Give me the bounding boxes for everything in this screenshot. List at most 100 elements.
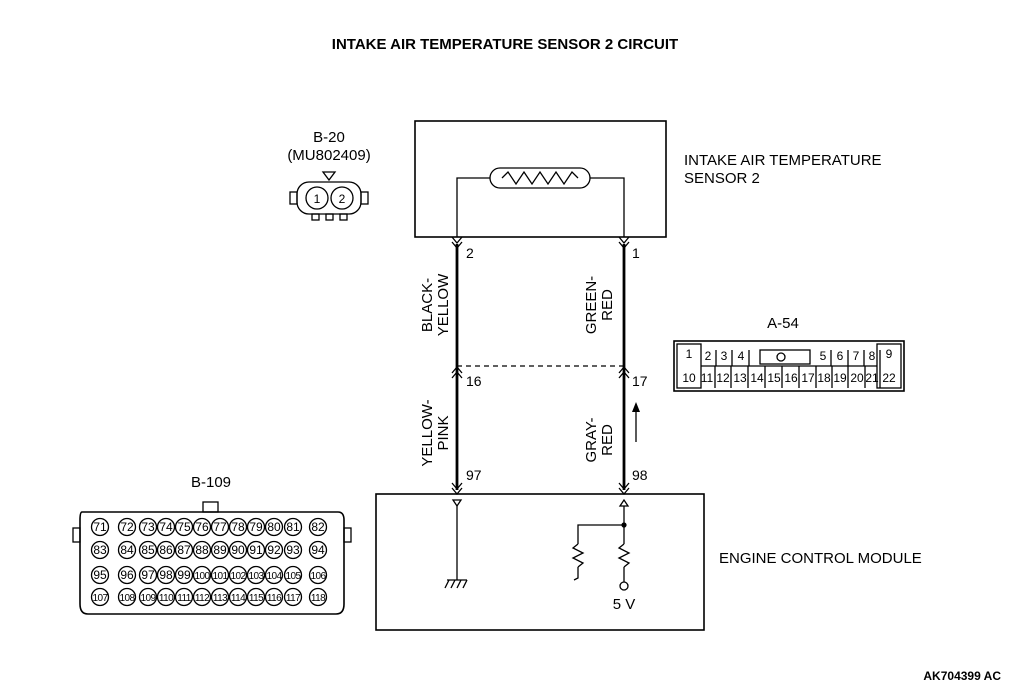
a54-pin: 17: [801, 371, 815, 385]
svg-text:76: 76: [195, 520, 209, 534]
svg-text:87: 87: [177, 543, 191, 557]
a54-pin: 10: [682, 371, 696, 385]
svg-text:88: 88: [195, 543, 209, 557]
b109-pin: 73: [138, 517, 158, 537]
b20-id: B-20: [313, 129, 345, 146]
b109-pin: 86: [156, 540, 176, 560]
b109-pin: 106: [308, 565, 328, 585]
svg-text:82: 82: [311, 520, 325, 534]
svg-text:100: 100: [195, 571, 211, 582]
a54-pin: 2: [705, 349, 712, 363]
sensor-name-line2: SENSOR 2: [684, 170, 760, 187]
b109-pin: 118: [308, 587, 328, 607]
svg-text:85: 85: [141, 543, 155, 557]
svg-text:74: 74: [159, 520, 173, 534]
connector-b109: [72, 501, 352, 615]
svg-text:80: 80: [267, 520, 281, 534]
b109-pin: 72: [117, 517, 137, 537]
thermistor-icon: [489, 167, 591, 189]
svg-text:116: 116: [267, 593, 282, 604]
b109-pin: 112: [192, 587, 212, 607]
b109-pin: 83: [90, 540, 110, 560]
svg-text:118: 118: [311, 593, 326, 604]
b109-pin: 103: [246, 565, 266, 585]
connector-b20: [289, 171, 369, 221]
b109-pin: 114: [228, 587, 248, 607]
b109-pin: 108: [117, 587, 137, 607]
b109-pin: 94: [308, 540, 328, 560]
svg-text:71: 71: [93, 520, 107, 534]
svg-text:84: 84: [120, 543, 134, 557]
ecm-box: [375, 493, 705, 631]
a54-pin: 14: [750, 371, 764, 385]
sensor-name-line1: INTAKE AIR TEMPERATURE: [684, 152, 882, 169]
b109-pin: 116: [264, 587, 284, 607]
right-upper-color-2: RED: [599, 289, 616, 321]
a54-pin: 21: [865, 371, 879, 385]
b109-pin: 91: [246, 540, 266, 560]
b109-pin: 81: [283, 517, 303, 537]
a54-pin: 4: [738, 349, 745, 363]
b109-pin: 101: [210, 565, 230, 585]
b109-pin: 89: [210, 540, 230, 560]
b109-pin: 93: [283, 540, 303, 560]
b20-pin-1: 1: [314, 192, 321, 206]
a54-pin: 20: [850, 371, 864, 385]
b109-pin: 85: [138, 540, 158, 560]
svg-text:73: 73: [141, 520, 155, 534]
left-lower-color-2: PINK: [435, 415, 452, 450]
b109-pin: 84: [117, 540, 137, 560]
a54-pin: 1: [686, 347, 693, 361]
left-ecm-pin: 97: [466, 467, 482, 483]
left-upper-color-2: YELLOW: [435, 273, 452, 336]
svg-text:95: 95: [93, 568, 107, 582]
svg-text:108: 108: [120, 593, 136, 604]
svg-text:117: 117: [286, 593, 301, 604]
right-lower-color-2: RED: [599, 424, 616, 456]
b109-pin: 113: [210, 587, 230, 607]
b109-pin: 99: [174, 565, 194, 585]
b109-pin: 78: [228, 517, 248, 537]
svg-text:89: 89: [213, 543, 227, 557]
b109-pin: 107: [90, 587, 110, 607]
b109-pin: 82: [308, 517, 328, 537]
svg-text:81: 81: [286, 520, 300, 534]
left-wire: [451, 236, 463, 496]
svg-text:75: 75: [177, 520, 191, 534]
right-sensor-pin: 1: [632, 245, 640, 261]
left-sensor-pin: 2: [466, 245, 474, 261]
b109-pin: 100: [192, 565, 212, 585]
b109-pin: 77: [210, 517, 230, 537]
svg-text:78: 78: [231, 520, 245, 534]
svg-text:90: 90: [231, 543, 245, 557]
svg-text:114: 114: [231, 593, 246, 604]
svg-text:98: 98: [159, 568, 173, 582]
a54-pin: 9: [886, 347, 893, 361]
ecm-name: ENGINE CONTROL MODULE: [719, 550, 922, 567]
svg-text:99: 99: [177, 568, 191, 582]
svg-text:72: 72: [120, 520, 134, 534]
b109-id: B-109: [191, 474, 231, 491]
b109-pin: 96: [117, 565, 137, 585]
svg-text:115: 115: [249, 593, 264, 604]
b109-pin: 71: [90, 517, 110, 537]
svg-text:106: 106: [311, 571, 327, 582]
right-upper-color-1: GREEN-: [583, 276, 600, 334]
a54-pin: 7: [853, 349, 860, 363]
b109-pin: 104: [264, 565, 284, 585]
svg-text:110: 110: [159, 593, 174, 604]
resistor-right-icon: [617, 543, 631, 568]
b109-pin: 76: [192, 517, 212, 537]
a54-pin: 15: [767, 371, 781, 385]
b109-pin: 111: [174, 587, 194, 607]
b20-part: (MU802409): [287, 147, 370, 164]
a54-pin: 22: [882, 371, 896, 385]
right-lower-color-1: GRAY-: [583, 417, 600, 462]
svg-text:77: 77: [213, 520, 227, 534]
connector-a54: [673, 340, 905, 392]
sensor-box: [414, 120, 667, 238]
svg-text:92: 92: [267, 543, 281, 557]
a54-pin: 12: [716, 371, 730, 385]
left-junction-pin: 16: [466, 373, 482, 389]
